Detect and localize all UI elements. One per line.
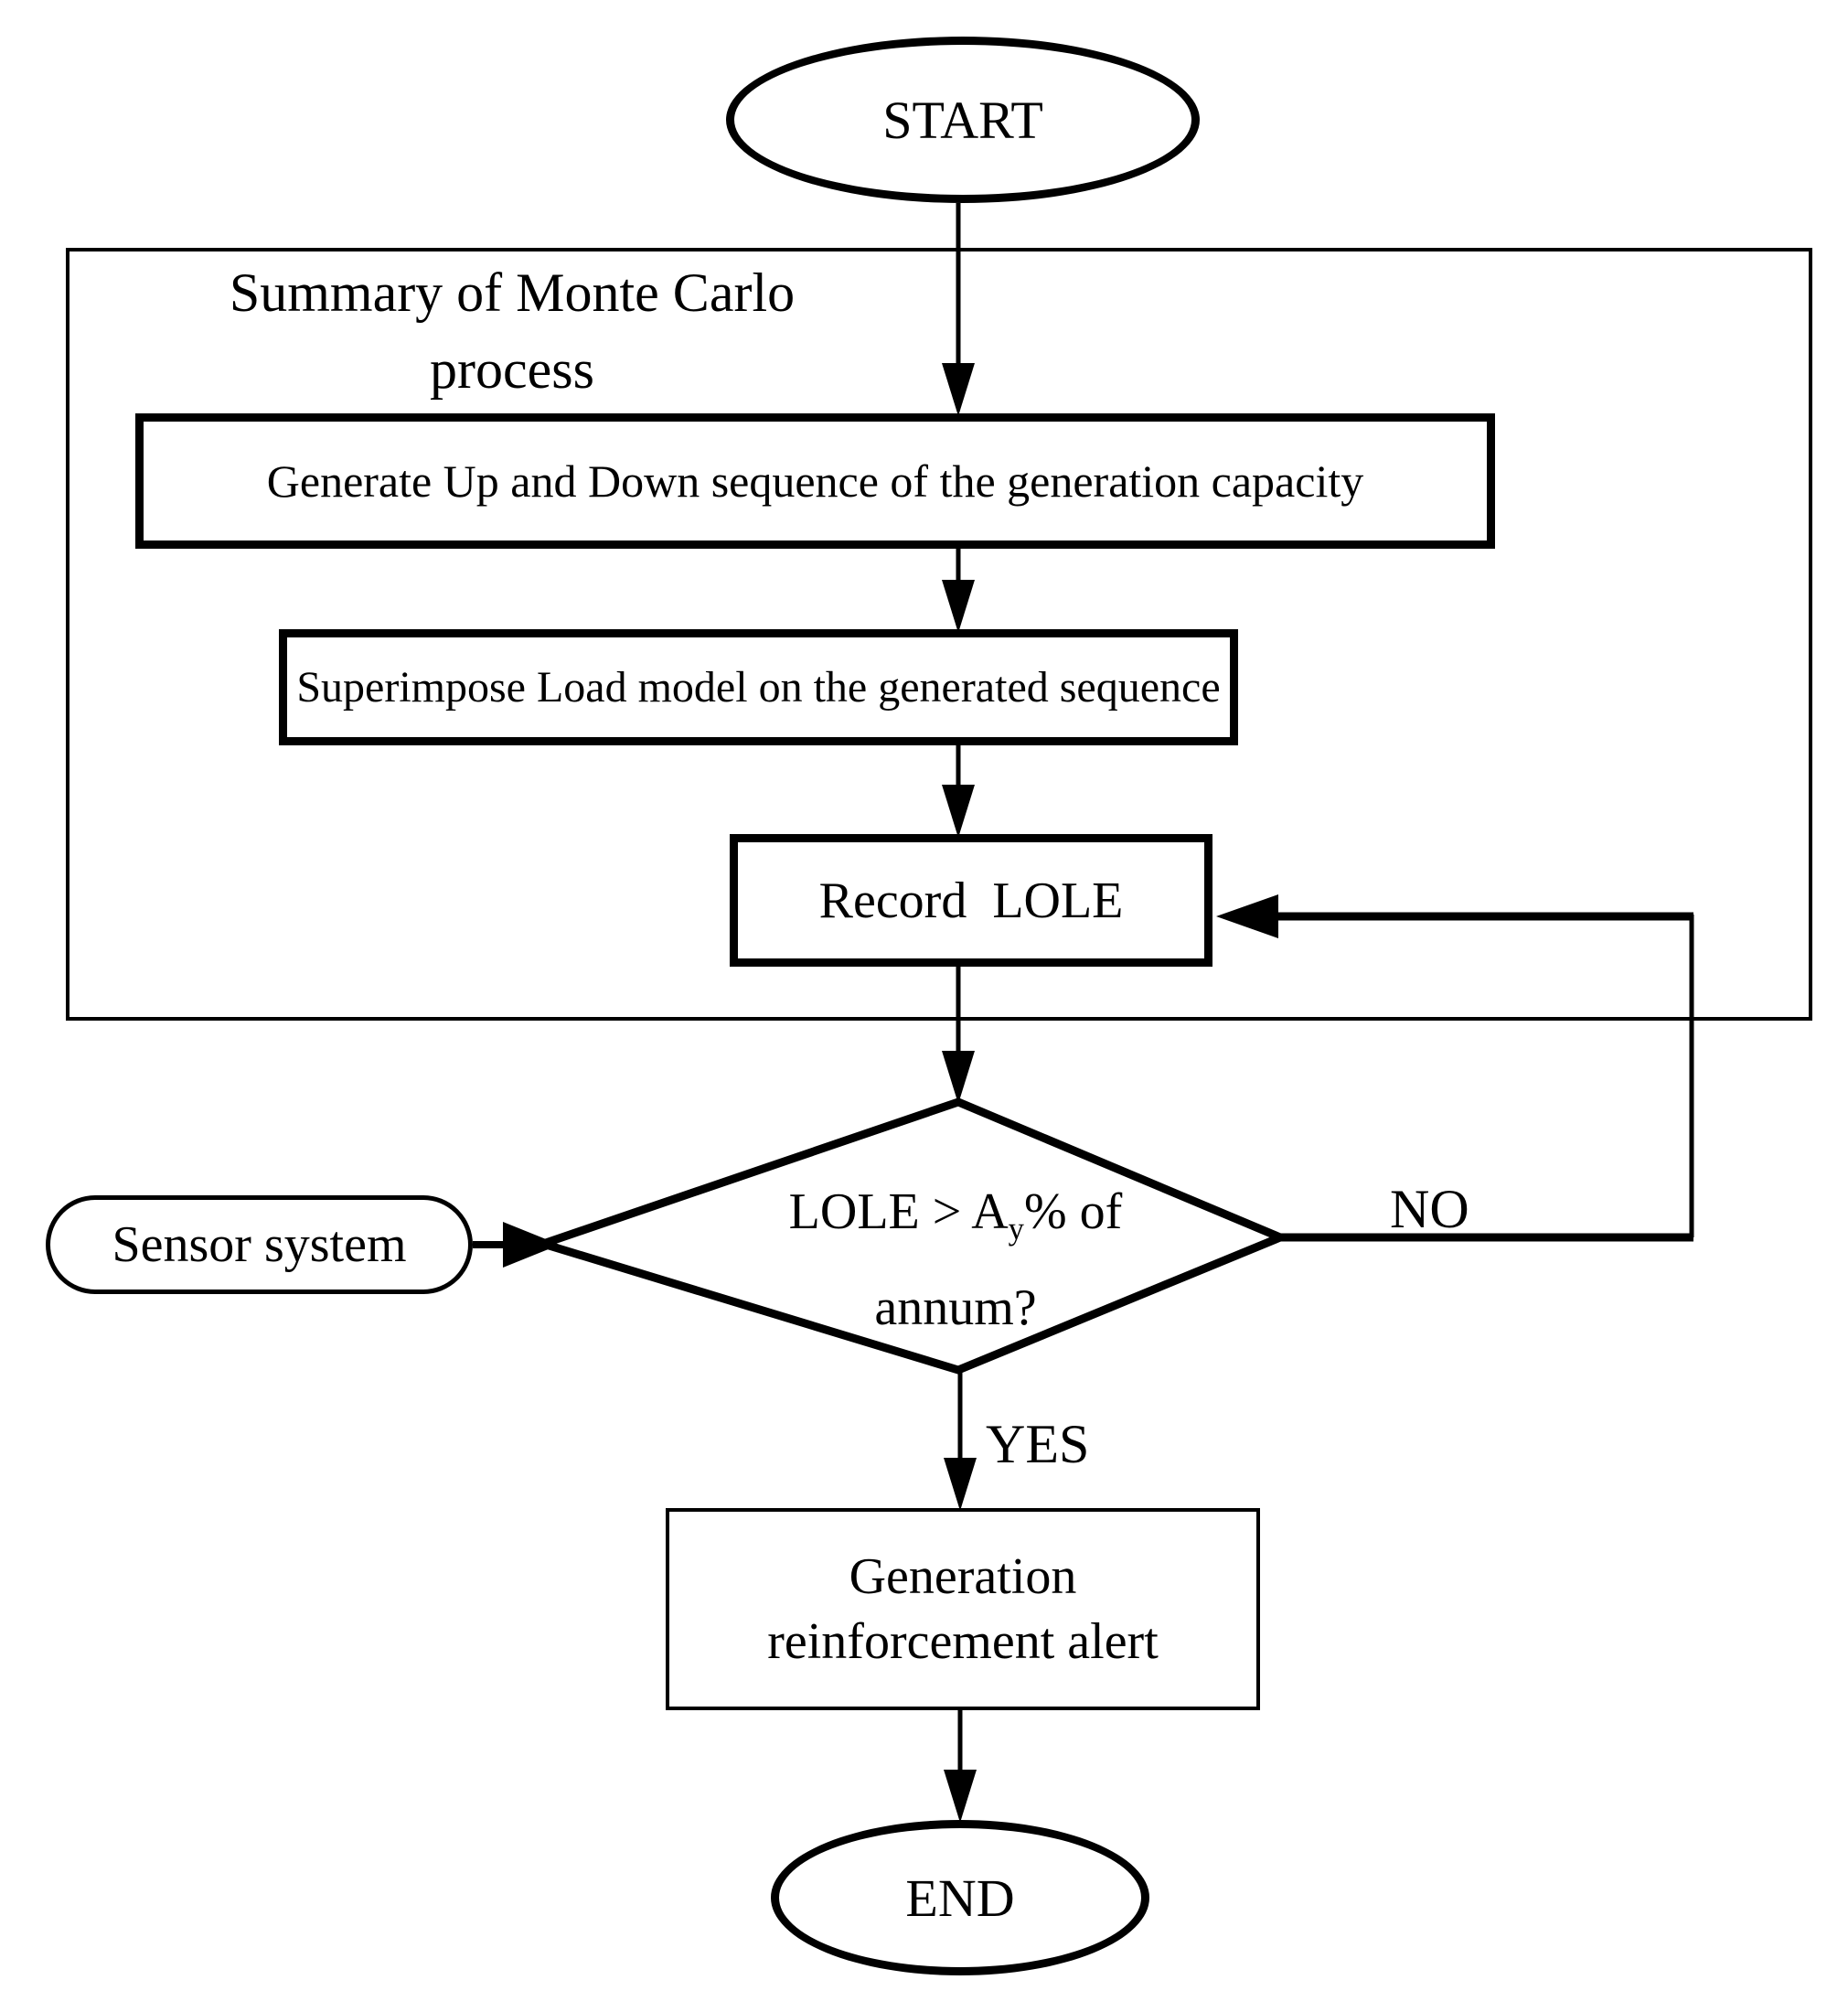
arrowhead-into-alert [944, 1458, 977, 1511]
arrowhead-into-decision [942, 1051, 975, 1104]
alert-label-line1: Generation [849, 1547, 1077, 1605]
end-label: END [905, 1868, 1015, 1928]
yes-edge-label: YES [986, 1414, 1090, 1474]
no-edge-label: NO [1390, 1179, 1469, 1239]
arrowhead-into-end [944, 1770, 977, 1823]
sensor-system-node: Sensor system [46, 1195, 473, 1294]
monte-carlo-summary-title: Summary of Monte Carlo process [146, 254, 878, 408]
record-lole-label: Record LOLE [818, 872, 1124, 929]
decision-line1-post: % of [1024, 1183, 1123, 1240]
arrowhead-sensor-into-decision [503, 1222, 560, 1268]
process-generation-alert: Generation reinforcement alert [666, 1508, 1260, 1710]
monte-carlo-summary-container [66, 248, 1812, 1021]
end-node: END [771, 1820, 1149, 1975]
process-generate-sequence: Generate Up and Down sequence of the gen… [135, 413, 1495, 549]
decision-line2: annum? [874, 1279, 1037, 1337]
summary-title-line2: process [430, 339, 594, 400]
alert-label-line2: reinforcement alert [767, 1612, 1159, 1670]
decision-line1-pre: LOLE > A [788, 1183, 1009, 1240]
start-node: START [726, 37, 1200, 203]
process-record-lole: Record LOLE [730, 834, 1212, 967]
start-label: START [882, 90, 1043, 150]
decision-line1: LOLE > Ay% of [713, 1172, 1198, 1268]
decision-line1-sub: y [1008, 1211, 1025, 1247]
process-superimpose-load: Superimpose Load model on the generated … [279, 629, 1238, 745]
sensor-system-label: Sensor system [112, 1216, 407, 1273]
superimpose-label: Superimpose Load model on the generated … [296, 663, 1221, 712]
decision-question: LOLE > Ay% of annum? [713, 1172, 1198, 1347]
summary-title-line1: Summary of Monte Carlo [229, 262, 796, 323]
generate-label: Generate Up and Down sequence of the gen… [266, 455, 1364, 507]
